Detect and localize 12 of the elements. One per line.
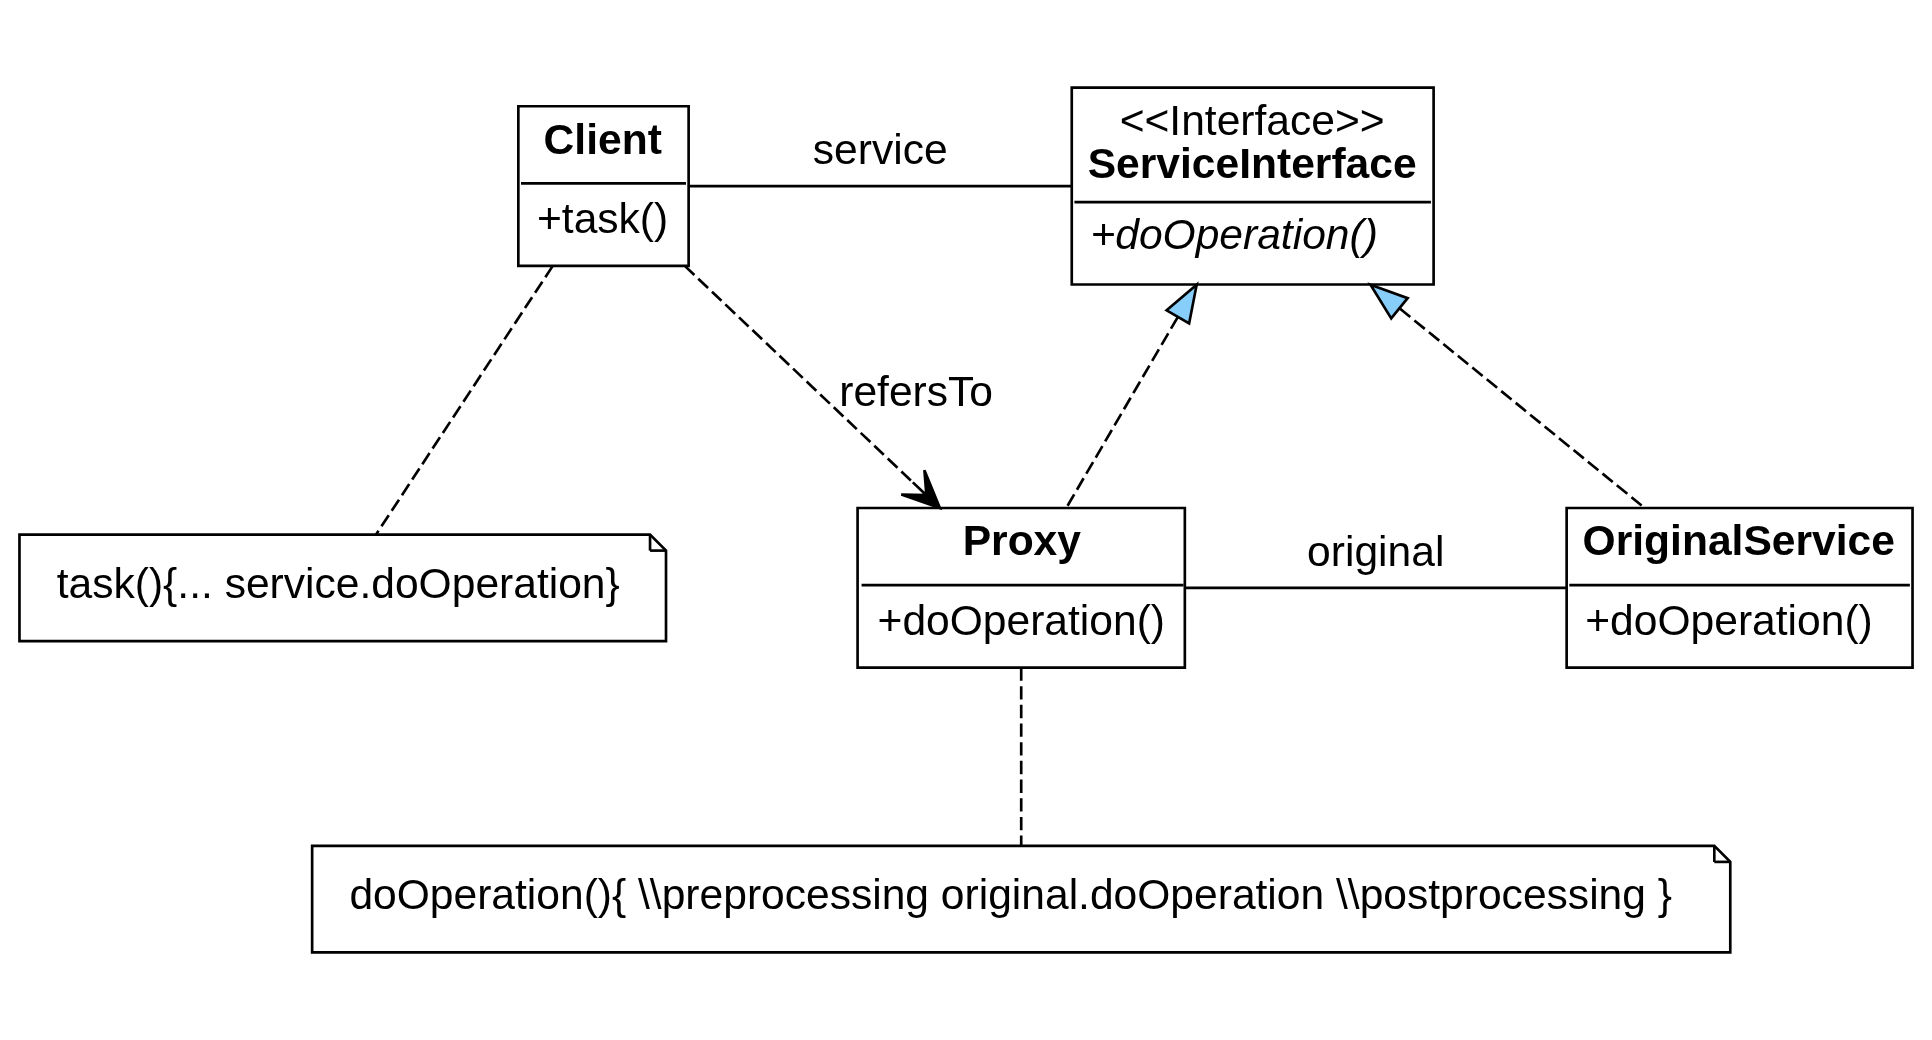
edge-label: service (812, 125, 948, 174)
arrow (1065, 281, 1199, 509)
node-box: OriginalService +doOperation() (1565, 506, 1914, 669)
connector (689, 184, 1072, 188)
node-box: Client +task() (517, 104, 690, 268)
edge-label: original (1307, 527, 1445, 576)
connector (375, 265, 554, 536)
connector (1019, 667, 1023, 846)
connector (1185, 586, 1567, 590)
arrow (684, 265, 942, 510)
node-box: <<Interface>> ServiceInterface +doOperation() (1070, 86, 1435, 286)
edge-label: refersTo (839, 367, 993, 416)
